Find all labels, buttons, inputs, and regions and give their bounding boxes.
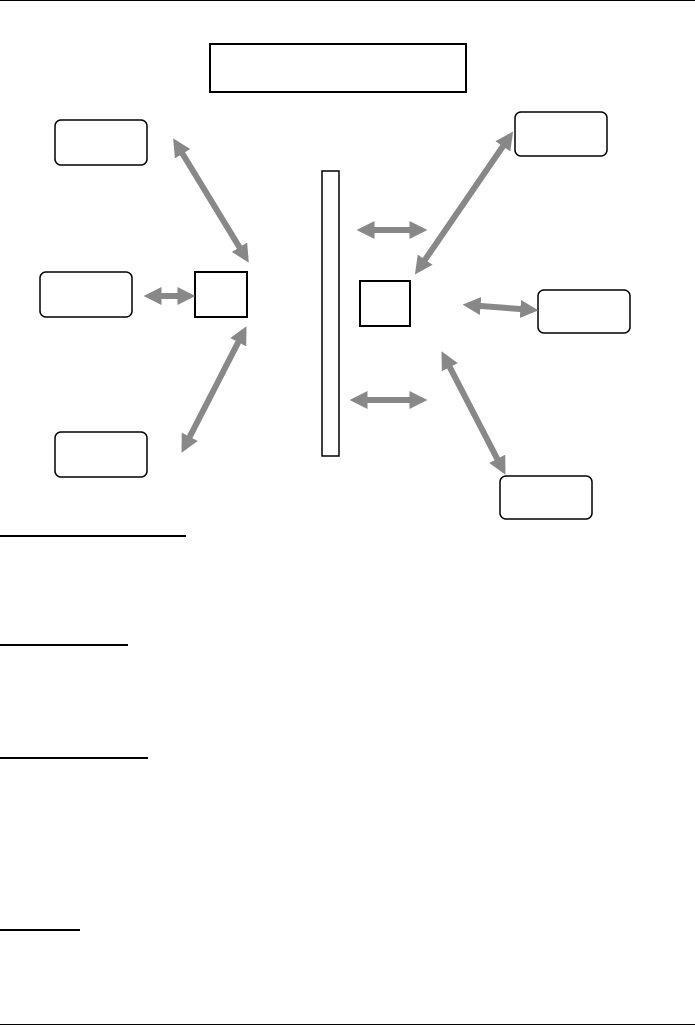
section-heading-4 [0,909,80,929]
left-hub-box [194,271,248,318]
section-heading-3 [0,737,148,757]
left-box-middle [39,271,133,318]
arrow-rightmid-hub [462,296,539,319]
arrow-leftbottom-hub [181,326,247,453]
section-heading-1 [0,515,186,535]
right-box-top [514,111,608,157]
arrow-righttop-hub [414,131,514,275]
right-box-bottom [499,475,593,520]
section-heading-2-underline [0,644,128,646]
section-heading-2 [0,624,128,644]
bottom-rule [0,1024,695,1025]
top-rule [0,0,695,1]
left-box-top [54,119,148,166]
section-heading-4-underline [0,929,80,931]
right-hub-box [359,280,411,327]
section-heading-3-underline [0,757,148,759]
arrow-lefttop-hub [173,138,249,263]
left-box-bottom [54,431,148,478]
section-heading-1-underline [0,535,186,537]
arrow-rightbottom [441,351,506,475]
network-diagram [39,43,631,520]
vertical-divider-bar [321,170,340,457]
right-box-middle [537,289,631,334]
title-box [209,43,467,93]
